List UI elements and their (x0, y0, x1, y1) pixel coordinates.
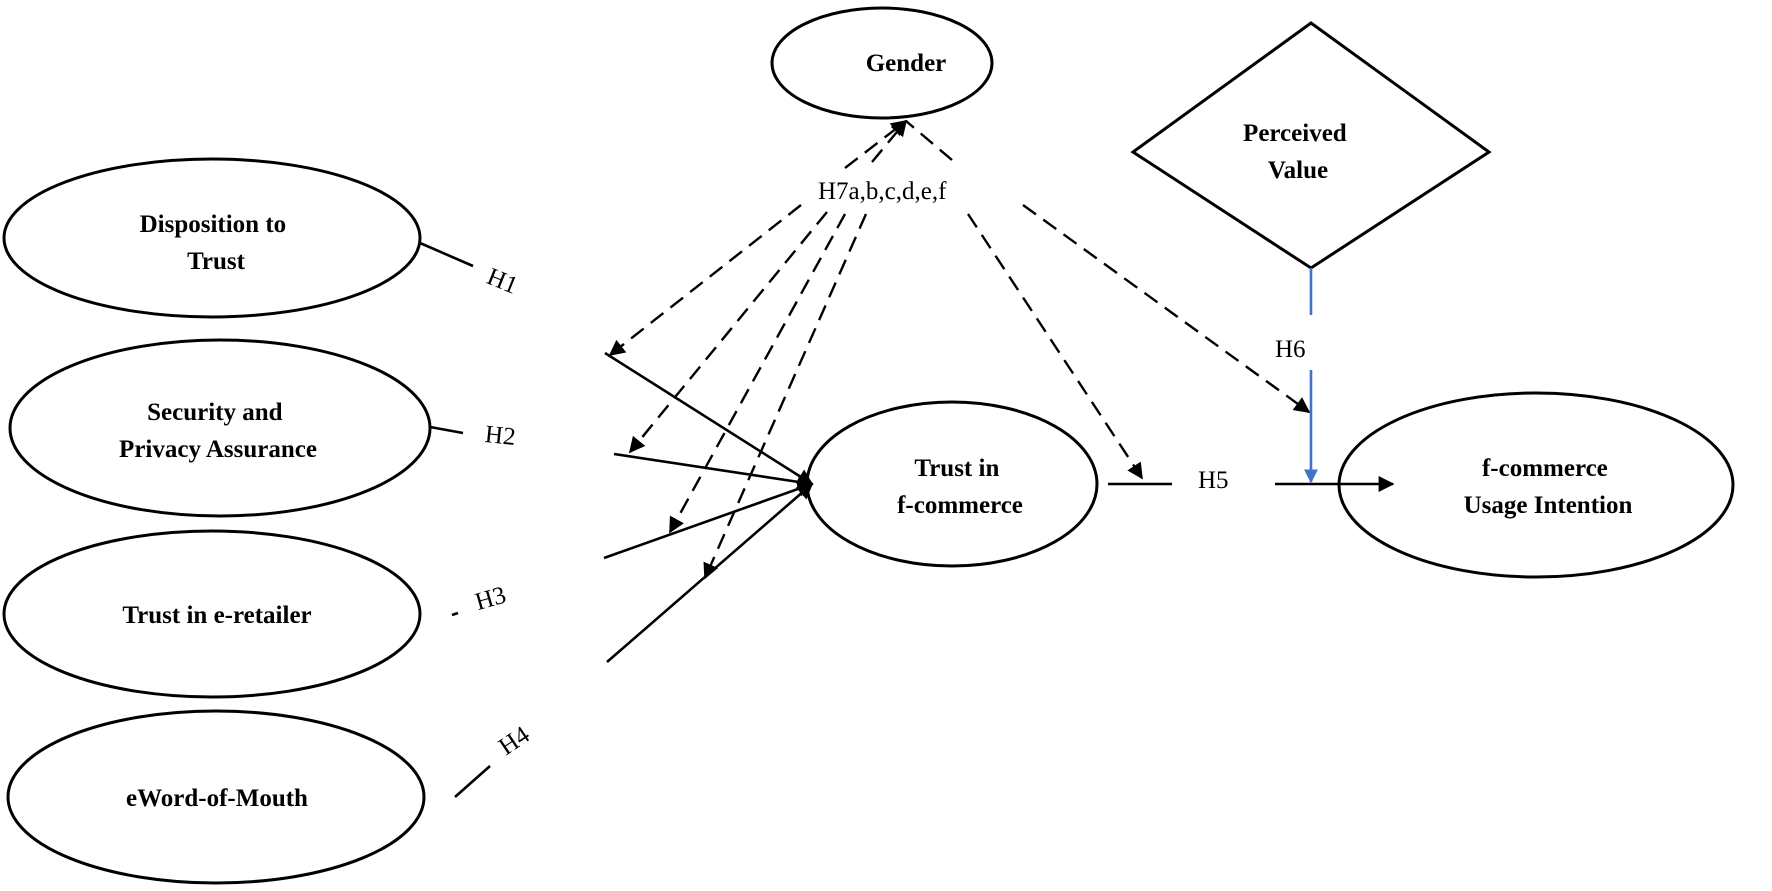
security-privacy-label-line-1: Security and (147, 399, 283, 426)
trust-fcommerce-label: Trust in f-commerce (897, 455, 1023, 519)
h4-path-arrow (606, 482, 814, 663)
usage-intention-ellipse (1337, 391, 1735, 579)
trust-fcommerce-ellipse (805, 400, 1099, 568)
h3-label: H3 (472, 582, 509, 616)
eword-of-mouth-label: eWord-of-Mouth (126, 785, 308, 812)
h7-arrow-to-gender-2 (871, 119, 908, 163)
usage-intention-label: f-commerce Usage Intention (1464, 455, 1633, 519)
gender-label: Gender (866, 50, 947, 77)
h7-dashed-arrow-to-h2 (628, 211, 828, 454)
gender-label-line-1: Gender (866, 50, 947, 77)
h1-label: H1 (483, 263, 521, 299)
h2-path-arrow (613, 452, 814, 490)
eword-of-mouth-ellipse (6, 709, 426, 885)
disposition-to-trust-label: Disposition to Trust (140, 211, 293, 275)
disposition-to-trust-ellipse (2, 157, 422, 319)
security-privacy-label: Security and Privacy Assurance (119, 399, 317, 463)
h7-arrow-to-gender-3 (905, 120, 953, 161)
trust-eretailer-label: Trust in e-retailer (122, 602, 311, 629)
disposition-to-trust-label-line-1: Disposition to (140, 211, 287, 238)
usage-intention-label-line-2: Usage Intention (1464, 492, 1633, 519)
disposition-to-trust-label-line-2: Trust (187, 248, 246, 275)
trust-fcommerce-label-line-1: Trust in (914, 455, 999, 482)
trust-eretailer-label-line-1: Trust in e-retailer (122, 602, 311, 629)
h6-label: H6 (1275, 336, 1306, 363)
h5-label: H5 (1198, 467, 1229, 494)
perceived-value-label-line-1: Perceived (1243, 120, 1347, 147)
h7-dashed-arrow-to-h5 (966, 213, 1144, 480)
perceived-value-label: Perceived Value (1243, 120, 1353, 184)
perceived-value-label-line-2: Value (1268, 157, 1328, 184)
h4-stub-line (454, 765, 491, 798)
trust-fcommerce-label-line-2: f-commerce (897, 492, 1023, 519)
security-privacy-ellipse (8, 338, 432, 518)
h4-label: H4 (494, 721, 535, 761)
h3-stub-line (451, 611, 459, 617)
h7-dashed-arrow-to-h4 (703, 213, 868, 580)
security-privacy-label-line-2: Privacy Assurance (119, 436, 317, 463)
h7-dashed-arrow-to-h1 (608, 204, 802, 356)
h1-path-arrow (604, 351, 814, 486)
h2-stub-line (429, 425, 464, 435)
h2-label: H2 (484, 421, 517, 451)
h1-stub-line (419, 241, 474, 268)
usage-intention-label-line-1: f-commerce (1482, 455, 1608, 482)
h7-arrow-to-gender-1 (844, 120, 908, 169)
gender-ellipse (770, 6, 994, 120)
h7-dashed-arrow-to-h6 (1022, 204, 1311, 413)
eword-of-mouth-label-line-1: eWord-of-Mouth (126, 785, 308, 812)
h3-path-arrow (603, 481, 814, 560)
h7-label: H7a,b,c,d,e,f (818, 178, 947, 205)
h7-dashed-arrow-to-h3 (668, 213, 847, 534)
trust-eretailer-ellipse (2, 529, 422, 699)
